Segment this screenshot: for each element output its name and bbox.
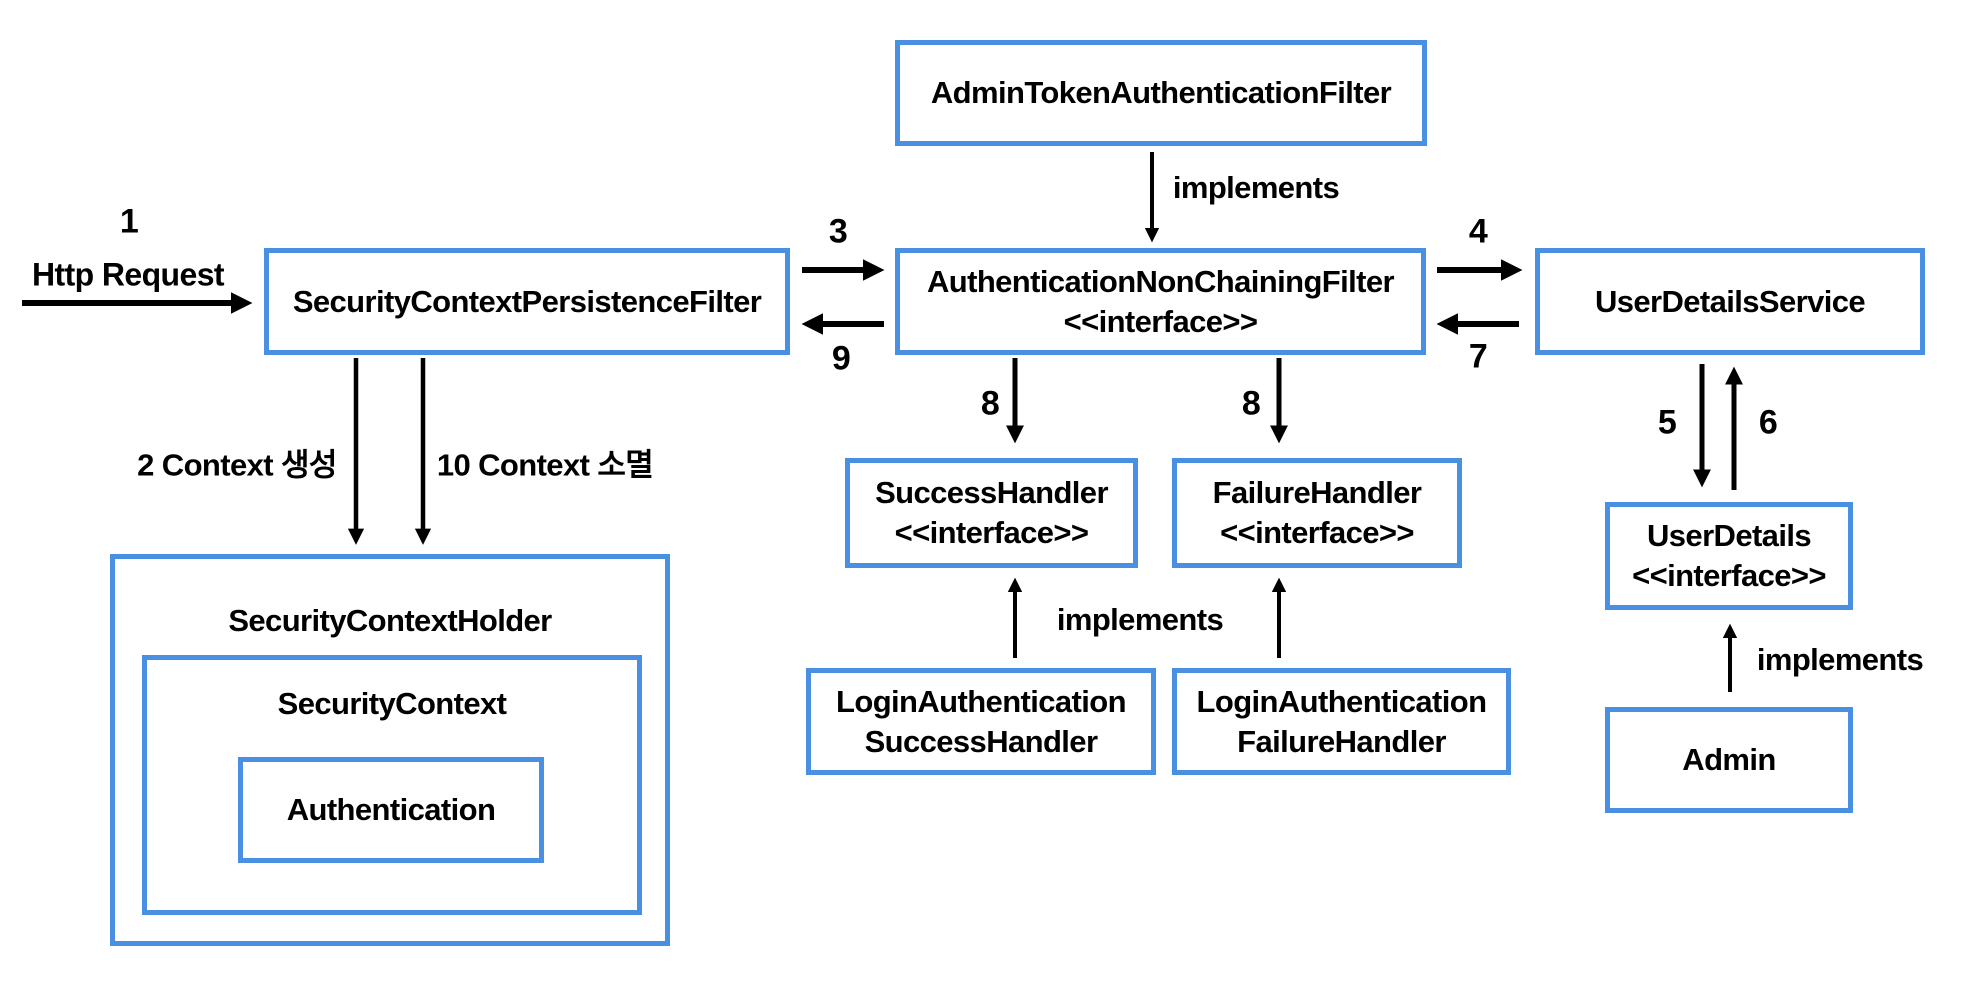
label-http-request: Http Request <box>32 256 225 293</box>
label-step-4: 4 <box>1468 212 1488 251</box>
node-authentication-label: Authentication <box>286 792 496 828</box>
node-success-handler-label: SuccessHandler <box>875 475 1108 511</box>
label-step-6: 6 <box>1758 403 1778 442</box>
node-success-handler: SuccessHandler <<interface>> <box>845 458 1138 568</box>
node-login-authentication-success-handler-label: SuccessHandler <box>864 723 1098 759</box>
label-step-3: 3 <box>828 212 848 251</box>
node-failure-handler: FailureHandler <<interface>> <box>1172 458 1462 568</box>
node-success-handler-label: <<interface>> <box>894 515 1089 550</box>
node-admin-token-authentication-filter-label: AdminTokenAuthenticationFilter <box>930 75 1392 111</box>
label-step-8-right: 8 <box>1241 384 1261 423</box>
label-step-5: 5 <box>1657 403 1677 442</box>
node-admin-label: Admin <box>1682 742 1776 778</box>
node-user-details: UserDetails <<interface>> <box>1605 502 1853 610</box>
node-user-details-service: UserDetailsService <box>1535 248 1925 355</box>
label-implements-admin: implements <box>1756 642 1924 677</box>
node-login-authentication-failure-handler-label: LoginAuthentication <box>1196 683 1488 719</box>
node-security-context-persistence-filter-label: SecurityContextPersistenceFilter <box>292 283 762 319</box>
label-step-10-context-destroy: 10 Context 소멸 <box>436 447 654 483</box>
node-user-details-service-label: UserDetailsService <box>1594 283 1866 319</box>
label-step-1: 1 <box>119 202 139 241</box>
node-security-context-holder-label: SecurityContextHolder <box>228 603 552 638</box>
node-failure-handler-label: <<interface>> <box>1220 515 1414 550</box>
node-security-context-label: SecurityContext <box>277 686 507 721</box>
node-admin-token-authentication-filter: AdminTokenAuthenticationFilter <box>895 40 1427 146</box>
label-implements-login-handlers: implements <box>1056 602 1224 637</box>
node-security-context: SecurityContext <box>142 655 642 915</box>
node-authentication-non-chaining-filter-label: <<interface>> <box>1063 303 1258 339</box>
node-user-details-label: <<interface>> <box>1632 558 1826 593</box>
label-implements-admin-token-filter: implements <box>1172 170 1340 205</box>
node-user-details-label: UserDetails <box>1647 518 1812 554</box>
node-login-authentication-failure-handler-label: FailureHandler <box>1237 723 1446 759</box>
label-step-9: 9 <box>831 339 851 378</box>
node-admin: Admin <box>1605 707 1853 813</box>
node-security-context-persistence-filter: SecurityContextPersistenceFilter <box>264 248 790 355</box>
node-login-authentication-success-handler-label: LoginAuthentication <box>836 683 1127 719</box>
label-step-8-left: 8 <box>980 384 1000 423</box>
label-step-7: 7 <box>1468 337 1488 376</box>
label-step-2-context-create: 2 Context 생성 <box>137 447 337 483</box>
node-authentication: Authentication <box>238 757 544 863</box>
node-failure-handler-label: FailureHandler <box>1212 475 1422 511</box>
node-authentication-non-chaining-filter-label: AuthenticationNonChainingFilter <box>926 263 1395 299</box>
node-authentication-non-chaining-filter: AuthenticationNonChainingFilter <<interfa… <box>895 248 1426 355</box>
